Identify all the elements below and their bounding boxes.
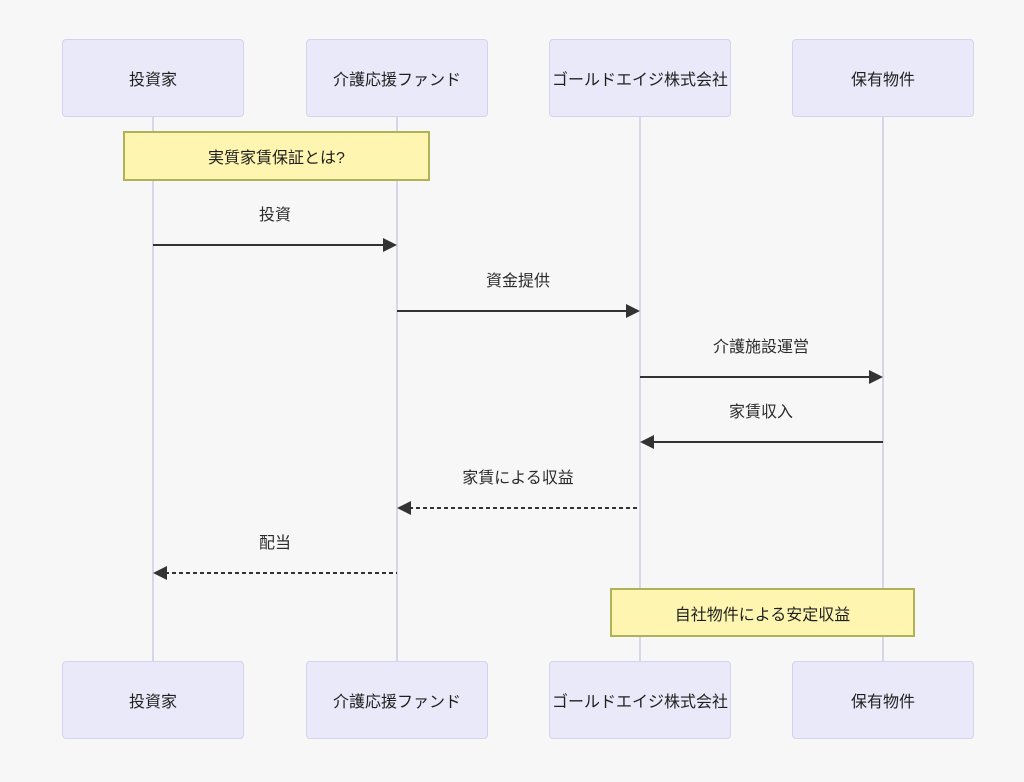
actor-bottom-goldage: ゴールドエイジ株式会社 bbox=[549, 661, 731, 739]
lifeline-goldage bbox=[639, 117, 641, 661]
message-investment-arrowhead-icon bbox=[383, 238, 397, 252]
actor-bottom-investor: 投資家 bbox=[62, 661, 244, 739]
message-rent-profit-label: 家賃による収益 bbox=[462, 470, 574, 487]
message-funding-line bbox=[397, 310, 628, 312]
note-rent-guarantee-label: 実質家賃保証とは? bbox=[208, 150, 345, 167]
actor-bottom-care-fund-label: 介護応援ファンド bbox=[332, 694, 461, 711]
actor-top-investor: 投資家 bbox=[62, 39, 244, 117]
actor-top-goldage-label: ゴールドエイジ株式会社 bbox=[551, 72, 728, 89]
message-dividend-line bbox=[165, 572, 397, 574]
message-rent-profit-line bbox=[409, 507, 640, 509]
actor-bottom-investor-label: 投資家 bbox=[128, 694, 177, 711]
actor-bottom-care-fund: 介護応援ファンド bbox=[306, 661, 488, 739]
lifeline-care-fund bbox=[396, 117, 398, 661]
note-rent-guarantee: 実質家賃保証とは? bbox=[123, 131, 430, 181]
message-facility-operation-label: 介護施設運営 bbox=[712, 339, 810, 356]
message-rent-income-arrowhead-icon bbox=[640, 435, 654, 449]
actor-top-care-fund-label: 介護応援ファンド bbox=[332, 72, 461, 89]
message-rent-income-label: 家賃収入 bbox=[728, 404, 794, 421]
actor-top-investor-label: 投資家 bbox=[128, 72, 177, 89]
message-investment-label: 投資 bbox=[258, 207, 292, 224]
note-stable-income: 自社物件による安定収益 bbox=[610, 588, 915, 637]
message-dividend-arrowhead-icon bbox=[153, 566, 167, 580]
actor-bottom-goldage-label: ゴールドエイジ株式会社 bbox=[551, 694, 728, 711]
message-facility-operation-line bbox=[640, 376, 871, 378]
lifeline-property bbox=[882, 117, 884, 661]
actor-bottom-property: 保有物件 bbox=[792, 661, 974, 739]
message-rent-profit-arrowhead-icon bbox=[397, 501, 411, 515]
message-facility-operation-arrowhead-icon bbox=[869, 370, 883, 384]
message-funding-arrowhead-icon bbox=[626, 304, 640, 318]
actor-top-property: 保有物件 bbox=[792, 39, 974, 117]
message-rent-income-line bbox=[652, 441, 883, 443]
message-funding-label: 資金提供 bbox=[485, 273, 551, 290]
actor-bottom-property-label: 保有物件 bbox=[850, 694, 915, 711]
message-investment-line bbox=[153, 244, 385, 246]
actor-top-goldage: ゴールドエイジ株式会社 bbox=[549, 39, 731, 117]
actor-top-care-fund: 介護応援ファンド bbox=[306, 39, 488, 117]
note-stable-income-label: 自社物件による安定収益 bbox=[674, 606, 851, 624]
lifeline-investor bbox=[152, 117, 154, 661]
actor-top-property-label: 保有物件 bbox=[850, 72, 915, 89]
message-dividend-label: 配当 bbox=[258, 535, 292, 552]
